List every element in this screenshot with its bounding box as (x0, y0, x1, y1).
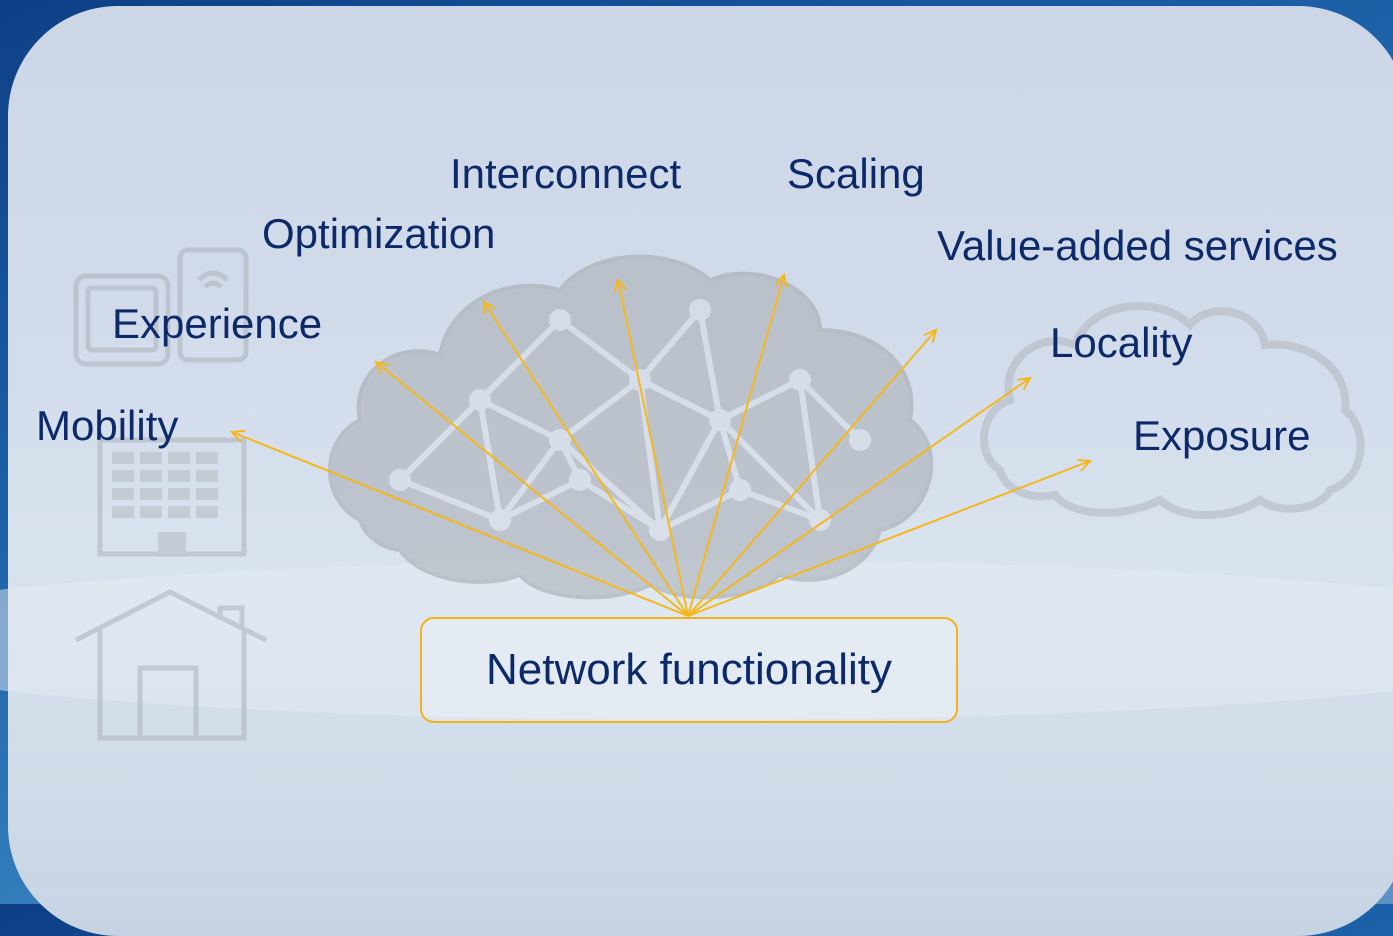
network-cloud-icon (328, 254, 934, 600)
office-building-icon (97, 437, 247, 557)
arrow-group (232, 275, 1090, 617)
arrow-to-experience (376, 362, 689, 617)
label-scaling: Scaling (787, 150, 925, 197)
cloud-outline-icon (980, 302, 1365, 519)
arrow-to-optimization (484, 302, 689, 617)
network-functionality-box: Network functionality (420, 617, 958, 723)
arrow-to-interconnect (618, 280, 689, 617)
background-illustration (0, 247, 1393, 741)
arrow-to-locality (687, 378, 1030, 617)
label-interconnect: Interconnect (450, 150, 682, 197)
label-optimization: Optimization (262, 210, 496, 257)
label-mobility: Mobility (36, 402, 179, 449)
arrow-to-scaling (687, 275, 784, 617)
arrow-to-value-added (687, 330, 936, 617)
label-experience: Experience (112, 300, 323, 347)
label-value-added-services: Value-added services (937, 222, 1338, 269)
arrow-to-mobility (232, 432, 689, 617)
center-label: Network functionality (486, 645, 892, 694)
house-icon (74, 589, 268, 741)
arrow-to-exposure (687, 461, 1090, 617)
tablet-icon (73, 273, 171, 367)
label-locality: Locality (1050, 319, 1193, 366)
label-exposure: Exposure (1133, 412, 1311, 459)
phone-icon (177, 247, 249, 363)
